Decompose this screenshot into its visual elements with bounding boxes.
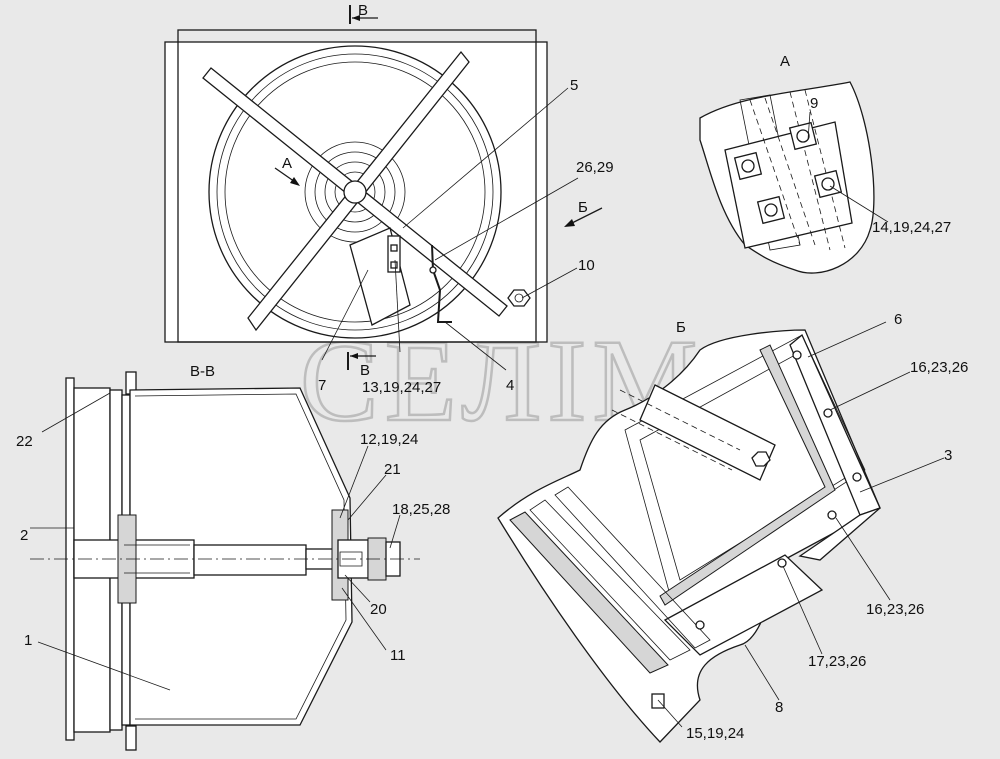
detail-b-view: [497, 329, 881, 743]
callout-17-23-26: 17,23,26: [808, 653, 866, 670]
leader-lines: [30, 87, 945, 728]
hub-ring-4: [334, 171, 376, 213]
detail-b-outline: [497, 329, 881, 743]
callout-9: 9: [810, 95, 818, 112]
callout-8: 8: [775, 699, 783, 716]
callout-2: 2: [20, 527, 28, 544]
callout-22: 22: [16, 433, 33, 450]
wheel-rim-2: [224, 61, 486, 323]
callout-20: 20: [370, 601, 387, 618]
callout-3: 3: [944, 447, 952, 464]
plate-8: [663, 554, 824, 656]
callout-11: 11: [390, 647, 406, 664]
hub-ring-3: [324, 161, 386, 223]
callout-10: 10: [578, 257, 595, 274]
callout-13-19-24-27: 13,19,24,27: [362, 379, 441, 396]
frame-inner: [177, 29, 537, 343]
callout-6: 6: [894, 311, 902, 328]
section-mark-bottom: В: [360, 362, 370, 379]
section-view: [30, 371, 420, 751]
callout-5: 5: [570, 77, 578, 94]
callout-1: 1: [24, 632, 32, 649]
callout-16-23-26-bottom: 16,23,26: [866, 601, 924, 618]
callout-26-29: 26,29: [576, 159, 614, 176]
detail-a-arrow-label: А: [282, 155, 292, 172]
callout-16-23-26-top: 16,23,26: [910, 359, 968, 376]
hub-ring-2: [314, 151, 396, 233]
wheel-rim-outer: [208, 45, 502, 339]
hub-ring-1: [304, 141, 406, 243]
hub-center: [343, 180, 367, 204]
callout-14-19-24-27: 14,19,24,27: [872, 219, 951, 236]
detail-a-view: [699, 81, 875, 274]
detail-a-title: А: [780, 53, 790, 70]
detail-b-title: Б: [676, 319, 686, 336]
front-view: [164, 5, 603, 370]
section-mark-top: В: [358, 2, 368, 19]
nut-10: [507, 289, 531, 307]
labels: В В В-В А А Б Б 5 26,29 10 7 13,19,24,27…: [16, 2, 968, 742]
callout-15-19-24: 15,19,24: [686, 725, 744, 742]
callout-18-25-28: 18,25,28: [392, 501, 450, 518]
wheel-rim-1: [216, 53, 494, 331]
section-view-title: В-В: [190, 363, 215, 380]
callout-12-19-24: 12,19,24: [360, 431, 418, 448]
callout-21: 21: [384, 461, 401, 478]
callout-7: 7: [318, 377, 326, 394]
callout-4: 4: [506, 377, 514, 394]
detail-b-arrow-label: Б: [578, 199, 588, 216]
rod: [431, 244, 452, 323]
rubber-strip: [659, 344, 836, 606]
